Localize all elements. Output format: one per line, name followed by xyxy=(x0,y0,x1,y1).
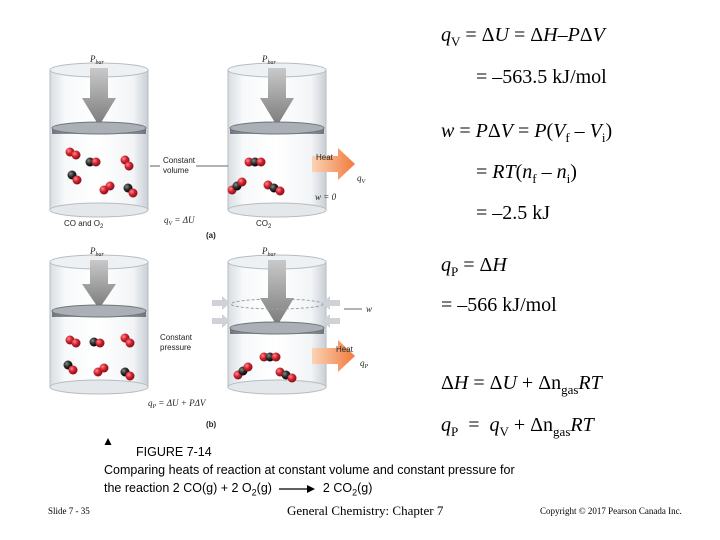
w-label: w xyxy=(366,304,372,314)
figure-caption-title: FIGURE 7-14 xyxy=(136,445,212,459)
qp-equation: qP = ΔH xyxy=(441,254,507,279)
pbar-label: P xyxy=(89,54,96,64)
qv-eq-sub: V xyxy=(169,221,174,227)
panel-a: Pbar Pbar Constant volume Heat qV w = 0 … xyxy=(49,54,367,240)
molecules-top-left xyxy=(65,147,138,198)
qp-value: = –566 kJ/mol xyxy=(441,294,557,316)
svg-text:Pbar: Pbar xyxy=(261,54,277,66)
pbar-sub: bar xyxy=(96,60,105,66)
qv-eq-rest: = ΔU xyxy=(172,215,195,225)
cylinder-bottom-right xyxy=(227,254,327,395)
pbar-label: P xyxy=(89,246,96,256)
qv-eq-label: q xyxy=(164,215,169,225)
product-gas-sub: 2 xyxy=(268,224,272,230)
heat-label: Heat xyxy=(316,153,334,162)
qp-qv-equation: qP = qV + ΔngasRT xyxy=(441,414,594,439)
svg-text:qV: qV xyxy=(357,173,367,185)
svg-text:CO2: CO2 xyxy=(256,219,272,230)
qp-eq-sub: P xyxy=(152,404,157,410)
constant-label-1: Constant xyxy=(160,333,193,342)
pressure-arrow-icon xyxy=(82,260,116,309)
reaction-arrow-icon xyxy=(279,484,316,493)
figure-caption-line-3: the reaction 2 CO(g) + 2 O2(g) 2 CO2(g) xyxy=(104,481,373,498)
copyright: Copyright © 2017 Pearson Canada Inc. xyxy=(540,506,682,516)
work-equation: w = PΔV = P(Vf – Vi) xyxy=(441,120,613,145)
svg-text:qP = ΔU + PΔV: qP = ΔU + PΔV xyxy=(148,398,207,410)
molecules-bottom-left xyxy=(63,333,135,381)
svg-text:qP: qP xyxy=(360,358,369,370)
cylinder-top-right xyxy=(227,62,327,218)
qp-label: q xyxy=(360,358,365,368)
reactant-gas-label: CO and O xyxy=(64,219,100,228)
pbar-sub: bar xyxy=(96,252,105,258)
slide-number: Slide 7 - 35 xyxy=(48,506,90,516)
pbar-label: P xyxy=(261,54,268,64)
constant-label-2: pressure xyxy=(160,343,192,352)
qv-equation: qV = ΔU = ΔH–PΔV xyxy=(441,24,605,49)
dh-du-equation: ΔH = ΔU + ΔngasRT xyxy=(441,372,602,397)
qv-sub: V xyxy=(362,179,367,185)
figure-7-14-diagram: Pbar Pbar Constant volume Heat qV w = 0 … xyxy=(49,54,372,445)
qp-eq-label: q xyxy=(148,398,153,408)
qp-eq-rest: = ΔU + PΔV xyxy=(156,398,207,408)
molecules-top-right xyxy=(227,157,285,196)
svg-text:qV = ΔU: qV = ΔU xyxy=(164,215,195,227)
constant-label-2: volume xyxy=(163,166,189,175)
svg-text:Pbar: Pbar xyxy=(261,246,277,258)
pressure-arrow-icon xyxy=(260,260,294,326)
svg-text:Pbar: Pbar xyxy=(89,246,105,258)
triangle-icon xyxy=(104,438,112,445)
svg-text:Pbar: Pbar xyxy=(89,54,105,66)
course-title: General Chemistry: Chapter 7 xyxy=(287,503,444,518)
heat-arrow-icon xyxy=(312,340,355,372)
panel-a-label: (a) xyxy=(206,231,216,240)
product-gas-label: CO xyxy=(256,219,268,228)
work-value: = –2.5 kJ xyxy=(476,202,551,224)
reactant-gas-sub: 2 xyxy=(100,224,104,230)
w-zero-label: w = 0 xyxy=(315,192,337,202)
svg-text:CO and O2: CO and O2 xyxy=(64,219,104,230)
qv-label: q xyxy=(357,173,362,183)
pbar-sub: bar xyxy=(268,60,277,66)
panel-b-label: (b) xyxy=(206,420,217,429)
pressure-arrow-icon xyxy=(82,68,116,126)
work-rt-equation: = RT(nf – ni) xyxy=(476,161,577,186)
pbar-label: P xyxy=(261,246,268,256)
heat-label: Heat xyxy=(336,345,354,354)
figure-caption-line-2: Comparing heats of reaction at constant … xyxy=(104,463,515,477)
qv-value: = –563.5 kJ/mol xyxy=(476,66,607,88)
constant-label-1: Constant xyxy=(163,156,196,165)
pressure-arrow-icon xyxy=(260,68,294,126)
heat-arrow-icon xyxy=(312,148,355,180)
molecules-bottom-right xyxy=(233,352,297,383)
cylinder-top-left xyxy=(49,62,149,218)
work-arrows xyxy=(212,296,340,328)
panel-b: Pbar Pbar Constant pressure w Heat qP qP… xyxy=(49,246,372,429)
qp-sub: P xyxy=(364,364,369,370)
pbar-sub: bar xyxy=(268,252,277,258)
